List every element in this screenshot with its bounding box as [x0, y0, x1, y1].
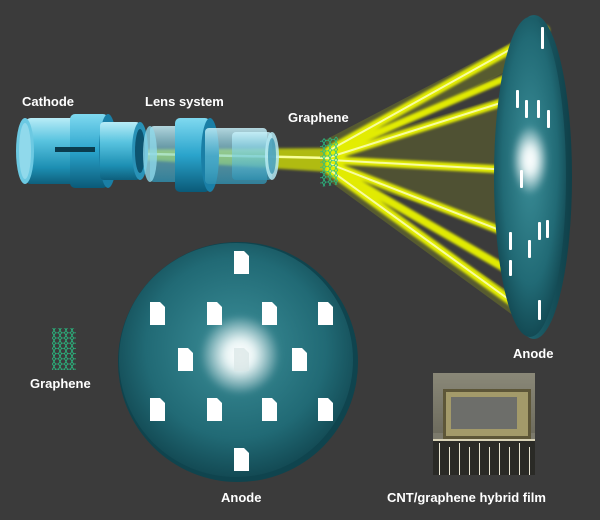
lens-system-label: Lens system — [145, 94, 224, 109]
cathode-cylinder-icon — [16, 114, 148, 188]
graphene-legend-icon — [52, 328, 76, 370]
anode-front-disc — [118, 242, 358, 482]
anode-emission-spots — [509, 27, 550, 320]
anode-label-bottom: Anode — [221, 490, 262, 505]
graphene-label-left: Graphene — [30, 376, 91, 391]
cnt-film-photo — [433, 373, 535, 475]
anode-label-right: Anode — [513, 346, 554, 361]
graphene-label-top: Graphene — [288, 110, 349, 125]
cathode-label: Cathode — [22, 94, 74, 109]
document-spot-icon — [150, 251, 333, 471]
anode-disc-icon — [494, 15, 572, 339]
cnt-film-label: CNT/graphene hybrid film — [387, 490, 546, 505]
lens-cylinder-icon — [143, 118, 279, 192]
graphene-lattice-icon — [320, 136, 338, 188]
electron-beams — [59, 25, 552, 335]
